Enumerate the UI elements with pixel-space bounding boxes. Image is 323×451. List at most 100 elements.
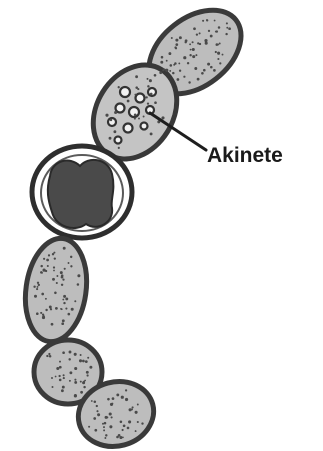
stipple-dot — [48, 353, 50, 355]
stipple-dot — [122, 436, 124, 438]
stipple-dot — [96, 405, 98, 407]
stipple-dot — [93, 417, 96, 420]
stipple-dot — [170, 64, 173, 67]
stipple-dot — [134, 118, 136, 120]
stipple-dot — [135, 75, 138, 78]
stipple-dot — [178, 62, 180, 64]
stipple-dot — [52, 278, 55, 281]
stipple-dot — [97, 413, 100, 416]
stipple-dot — [203, 69, 206, 72]
stipple-dot — [61, 284, 63, 286]
stipple-dot — [61, 274, 64, 277]
stipple-dot — [120, 421, 123, 424]
stipple-dot — [171, 37, 173, 39]
stipple-dot — [175, 43, 178, 46]
stipple-dot — [43, 269, 46, 272]
stipple-dot — [80, 381, 82, 383]
stipple-dot — [201, 72, 204, 75]
stipple-dot — [116, 436, 119, 439]
stipple-dot — [122, 429, 124, 431]
vegetative-cell-lower-1 — [19, 234, 93, 345]
stipple-dot — [111, 403, 113, 405]
stipple-dot — [147, 78, 149, 80]
stipple-dot — [62, 319, 65, 322]
stipple-dot — [125, 389, 127, 391]
stipple-dot — [192, 55, 195, 58]
stipple-dot — [109, 425, 112, 428]
stipple-dot — [47, 265, 49, 267]
stipple-dot — [189, 54, 191, 56]
stipple-dot — [173, 64, 175, 66]
stipple-dot — [125, 398, 128, 401]
stipple-dot — [103, 429, 105, 431]
stipple-dot — [63, 374, 65, 376]
stipple-dot — [194, 67, 197, 70]
stipple-dot — [74, 394, 77, 397]
stipple-dot — [62, 278, 64, 280]
stipple-dot — [55, 307, 58, 310]
stipple-dot — [103, 426, 105, 428]
stipple-dot — [77, 274, 80, 277]
stipple-dot — [195, 54, 197, 56]
stipple-dot — [40, 265, 42, 267]
akinete-label: Akinete — [207, 144, 283, 167]
stipple-dot — [87, 357, 89, 359]
stipple-dot — [161, 116, 164, 119]
stipple-dot — [129, 408, 132, 411]
stipple-dot — [49, 306, 52, 309]
stipple-dot — [215, 51, 217, 53]
stipple-dot — [127, 100, 130, 103]
stipple-dot — [190, 49, 192, 51]
stipple-dot — [59, 379, 62, 382]
stipple-dot — [160, 61, 163, 64]
stipple-dot — [54, 257, 56, 259]
stipple-dot — [187, 62, 189, 64]
stipple-dot — [102, 423, 104, 425]
stipple-dot — [159, 71, 162, 74]
stipple-dot — [70, 256, 72, 258]
stipple-dot — [56, 282, 58, 284]
stipple-dot — [199, 43, 201, 45]
stipple-dot — [37, 282, 39, 284]
stipple-dot — [165, 69, 168, 72]
stipple-dot — [52, 253, 54, 255]
stipple-dot — [111, 416, 113, 418]
stipple-dot — [46, 355, 48, 357]
stipple-dot — [214, 20, 216, 22]
stipple-dot — [87, 374, 89, 376]
stipple-dot — [42, 313, 44, 315]
stipple-dot — [154, 101, 157, 104]
stipple-dot — [59, 361, 61, 363]
stipple-dot — [94, 429, 97, 432]
stipple-dot — [183, 56, 186, 59]
stipple-dot — [107, 398, 109, 400]
stipple-dot — [49, 355, 52, 358]
stipple-dot — [61, 322, 64, 325]
stipple-dot — [51, 377, 53, 379]
stipple-dot — [105, 114, 108, 117]
stipple-dot — [199, 32, 201, 34]
stipple-dot — [169, 70, 171, 72]
stipple-dot — [218, 26, 221, 29]
stipple-dot — [43, 258, 45, 260]
stipple-dot — [37, 286, 39, 288]
stipple-dot — [175, 47, 177, 49]
stipple-dot — [62, 299, 64, 301]
stipple-dot — [63, 247, 66, 250]
stipple-dot — [147, 102, 149, 104]
stipple-dot — [45, 298, 47, 300]
stipple-dot — [135, 430, 137, 432]
stipple-dot — [118, 86, 120, 88]
stipple-dot — [202, 20, 204, 22]
stipple-dot — [208, 30, 210, 32]
stipple-dot — [215, 31, 217, 33]
stipple-dot — [33, 285, 35, 287]
stipple-dot — [213, 69, 216, 72]
stipple-dot — [58, 375, 60, 377]
stipple-dot — [54, 292, 57, 295]
stipple-dot — [104, 437, 106, 439]
stipple-dot — [71, 308, 74, 311]
stipple-dot — [61, 389, 64, 392]
stipple-dot — [179, 70, 181, 72]
